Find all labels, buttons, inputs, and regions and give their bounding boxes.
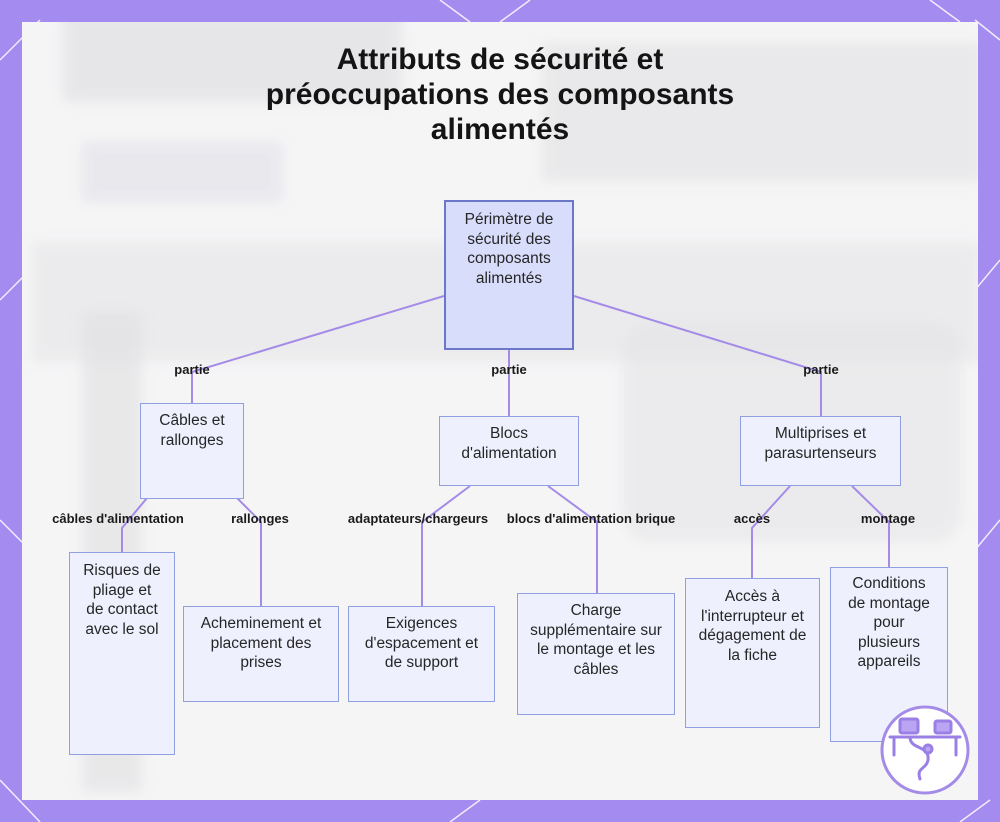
node-multi-label: Multiprises et parasurtenseurs xyxy=(764,425,877,462)
edge-label-rallonges: rallonges xyxy=(231,511,289,526)
title-line-1: Attributs de sécurité et xyxy=(336,43,664,76)
edge-label-montage: montage xyxy=(860,511,916,526)
node-blocs-alimentation[interactable]: Blocs d'alimentation xyxy=(439,416,579,486)
node-multiprises[interactable]: Multiprises et parasurtenseurs xyxy=(740,416,901,486)
node-acces[interactable]: Accès à l'interrupteur et dégagement de … xyxy=(685,578,820,728)
node-acces-label: Accès à l'interrupteur et dégagement de … xyxy=(698,588,807,664)
node-risques-pliage[interactable]: Risques de pliage et de contact avec le … xyxy=(69,552,175,755)
edge-label-blocs-brique: blocs d'alimentation brique xyxy=(506,511,676,526)
edge-cables-achem xyxy=(236,497,262,606)
node-acheminement[interactable]: Acheminement et placement des prises xyxy=(183,606,339,702)
node-blocs-label: Blocs d'alimentation xyxy=(461,425,557,462)
node-cables-rallonges[interactable]: Câbles et rallonges xyxy=(140,403,244,499)
node-achem-label: Acheminement et placement des prises xyxy=(200,615,322,671)
node-charge[interactable]: Charge supplémentaire sur le montage et … xyxy=(517,593,675,715)
title-line-3: alimentés xyxy=(430,113,570,146)
edge-label-cables-alimentation: câbles d'alimentation xyxy=(52,511,184,526)
node-root[interactable]: Périmètre de sécurité des composants ali… xyxy=(444,200,574,350)
edge-label-partie-left: partie xyxy=(174,362,210,377)
edge-root-multi xyxy=(573,295,822,416)
edge-label-partie-right: partie xyxy=(803,362,839,377)
edge-blocs-exig xyxy=(421,485,471,606)
node-root-label: Périmètre de sécurité des composants ali… xyxy=(464,211,554,287)
edge-blocs-charge xyxy=(547,485,598,593)
node-cond-label: Conditions de montage pour plusieurs app… xyxy=(848,575,930,670)
title-line-2: préoccupations des composants xyxy=(265,78,735,111)
edge-label-acces: accès xyxy=(733,511,771,526)
node-exig-label: Exigences d'espacement et de support xyxy=(364,615,479,671)
edge-multi-cond xyxy=(851,485,890,567)
node-cables-label: Câbles et rallonges xyxy=(159,412,225,449)
network-devices-logo-icon xyxy=(880,705,970,795)
edge-label-adaptateurs: adaptateurs/chargeurs xyxy=(347,511,489,526)
node-charge-label: Charge supplémentaire sur le montage et … xyxy=(530,602,662,678)
node-risques-label: Risques de pliage et de contact avec le … xyxy=(83,562,161,638)
edge-multi-acces xyxy=(751,485,791,578)
edge-root-cables xyxy=(191,295,445,404)
edge-label-partie-mid: partie xyxy=(491,362,527,377)
node-exigences[interactable]: Exigences d'espacement et de support xyxy=(348,606,495,702)
edge-cables-risques xyxy=(121,497,148,552)
diagram-title: Attributs de sécurité et préoccupations … xyxy=(0,42,1000,147)
